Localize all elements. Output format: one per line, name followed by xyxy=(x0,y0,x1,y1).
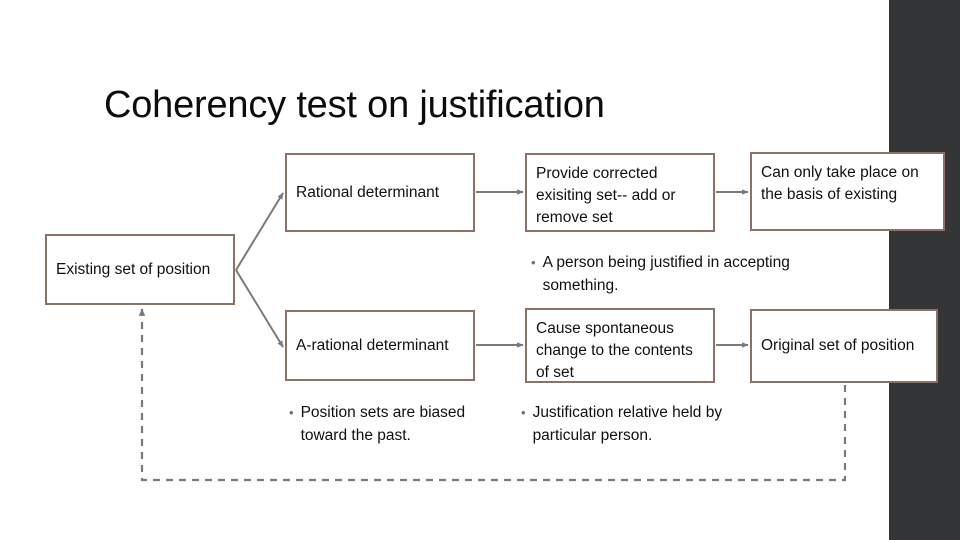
node-arational-determinant-label: A-rational determinant xyxy=(296,336,449,354)
right-accent-band xyxy=(889,0,960,540)
node-rational-determinant-label: Rational determinant xyxy=(296,183,440,201)
node-original-set-of-position-label: Original set of position xyxy=(761,337,915,354)
node-original-set-of-position[interactable]: Original set of position xyxy=(750,309,938,383)
node-provide-corrected-set[interactable]: Provide corrected exisiting set-- add or… xyxy=(525,153,715,232)
node-existing-set-label: Existing set of position xyxy=(56,260,211,278)
bullet-position-sets-biased-text: Position sets are biased toward the past… xyxy=(300,404,466,444)
bullet-person-being-justified-text: A person being justified in accepting so… xyxy=(542,254,790,294)
bullet-person-being-justified: • A person being justified in accepting … xyxy=(531,251,791,297)
bullet-position-sets-biased: • Position sets are biased toward the pa… xyxy=(289,401,504,447)
node-can-only-take-place-label: Can only take place on the basis of exis… xyxy=(761,164,919,203)
node-arational-determinant[interactable]: A-rational determinant xyxy=(285,310,475,381)
bullet-marker-icon: • xyxy=(521,405,526,420)
arrow-existing-to-rational xyxy=(235,192,284,271)
node-existing-set-of-position[interactable]: Existing set of position xyxy=(45,234,235,305)
node-cause-spontaneous-change-label: Cause spontaneous change to the contents… xyxy=(536,320,693,381)
bullet-marker-icon: • xyxy=(289,405,294,420)
node-cause-spontaneous-change[interactable]: Cause spontaneous change to the contents… xyxy=(525,308,715,383)
page-title: Coherency test on justification xyxy=(104,84,605,126)
node-provide-corrected-set-label: Provide corrected exisiting set-- add or… xyxy=(536,165,676,226)
bullet-marker-icon: • xyxy=(531,255,536,270)
node-rational-determinant[interactable]: Rational determinant xyxy=(285,153,475,232)
dashed-feedback-connector xyxy=(138,308,847,482)
arrow-existing-to-arational xyxy=(235,269,284,348)
bullet-justification-relative-text: Justification relative held by particula… xyxy=(532,404,723,444)
bullet-justification-relative: • Justification relative held by particu… xyxy=(521,401,736,447)
node-can-only-take-place[interactable]: Can only take place on the basis of exis… xyxy=(750,152,945,231)
